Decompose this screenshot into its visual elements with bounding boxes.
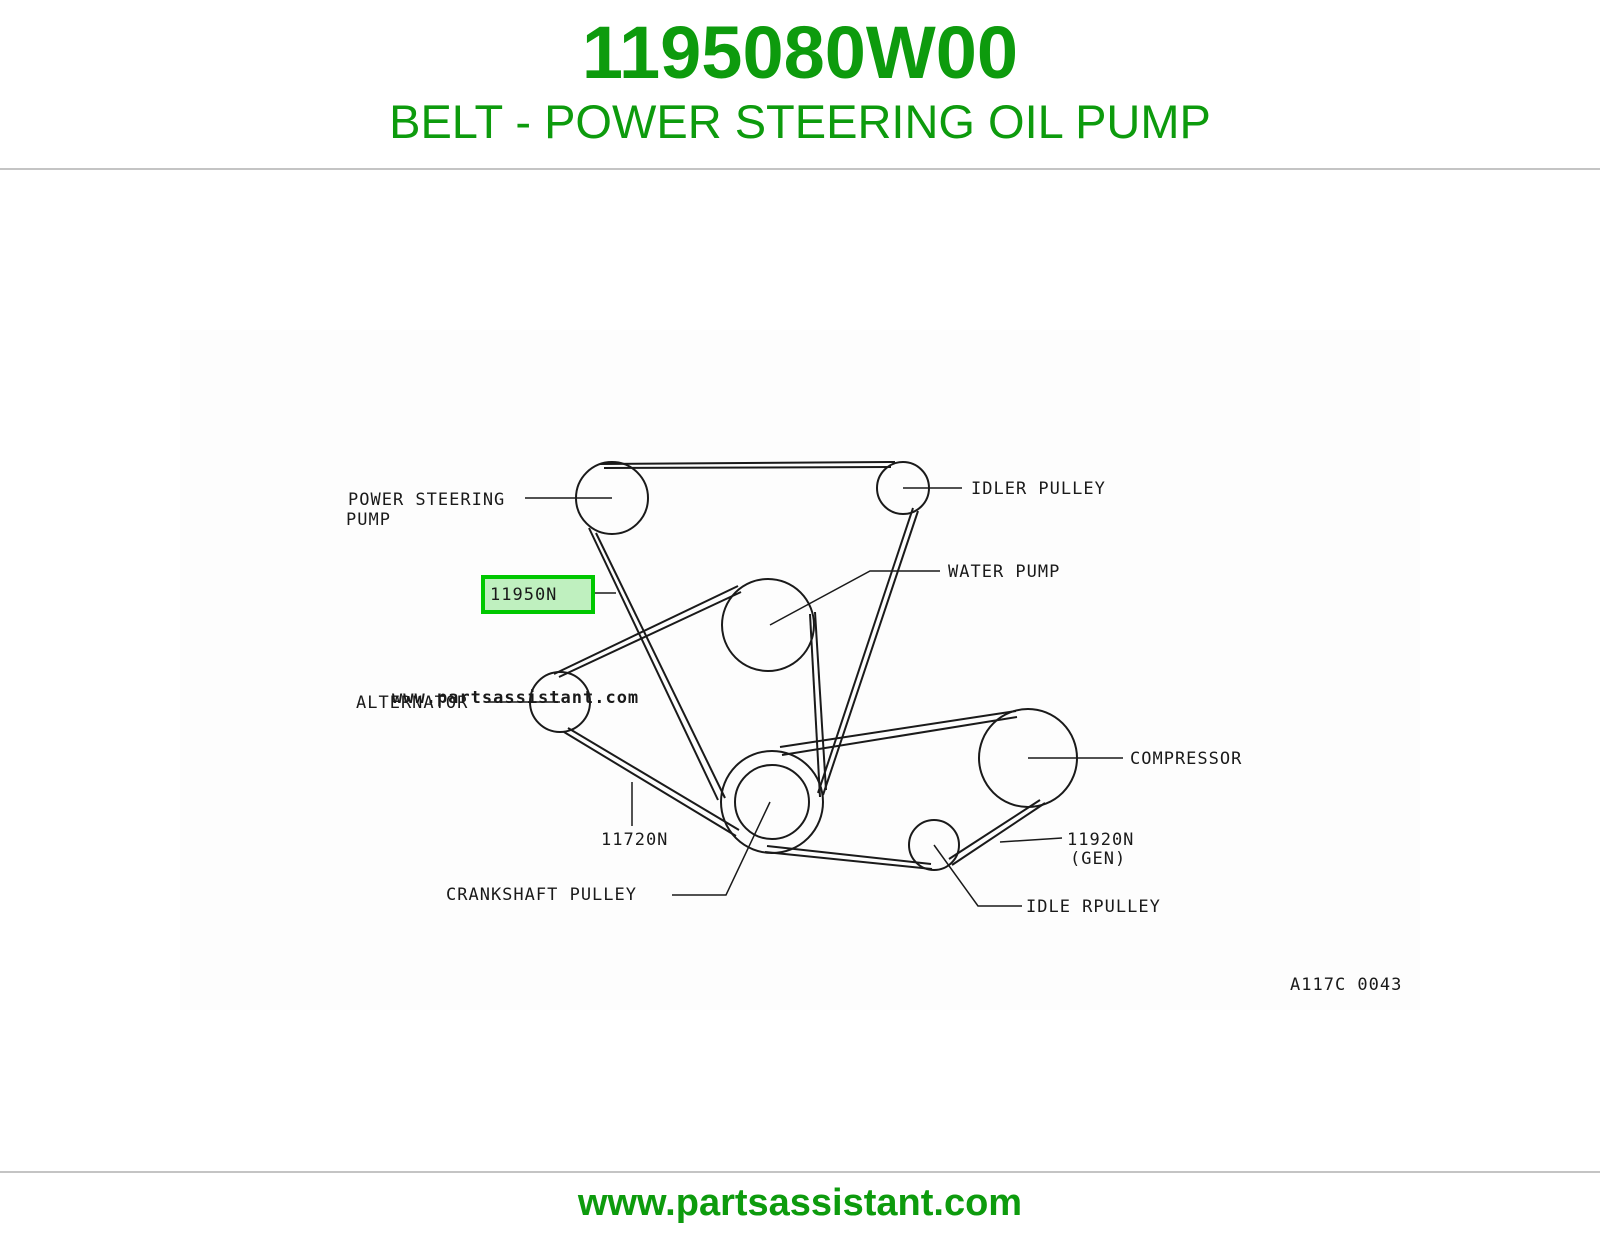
label-11920n: 11920N	[1067, 830, 1134, 850]
watermark: www.partsassistant.com	[392, 688, 639, 708]
leader-idler-pulley-bottom	[933, 844, 1022, 907]
label-water-pump: WATER PUMP	[948, 562, 1060, 582]
label-crankshaft-pulley: CRANKSHAFT PULLEY	[446, 885, 637, 905]
label-compressor: COMPRESSOR	[1130, 749, 1242, 769]
leader-crankshaft-pulley	[672, 801, 771, 896]
label-power-steering-pump-line2: PUMP	[346, 510, 391, 530]
label-highlighted-part[interactable]: 11950N	[490, 585, 557, 605]
water-pump-pulley	[721, 578, 815, 672]
part-number: 1195080W00	[581, 11, 1019, 94]
part-title: BELT - POWER STEERING OIL PUMP	[389, 95, 1211, 148]
belt-11950n	[588, 461, 919, 801]
leader-11920n	[999, 837, 1063, 843]
footer-divider	[0, 1171, 1600, 1173]
belt-11920n	[764, 710, 1046, 870]
label-alternator: ALTERNATOR	[356, 693, 468, 713]
header-divider	[0, 168, 1600, 170]
page-header: 1195080W00 BELT - POWER STEERING OIL PUM…	[0, 0, 1600, 168]
label-figure-code: A117C 0043	[1290, 975, 1402, 995]
label-11920n-note: (GEN)	[1070, 849, 1126, 869]
idler-pulley-bottom	[908, 819, 960, 871]
footer-url-link[interactable]: www.partsassistant.com	[577, 1182, 1023, 1224]
highlighted-part-box[interactable]	[481, 575, 595, 614]
label-idler-pulley-top: IDLER PULLEY	[971, 479, 1106, 499]
crankshaft-pulley-inner	[734, 764, 810, 840]
label-idler-pulley-bottom: IDLE RPULLEY	[1026, 897, 1161, 917]
label-11720n: 11720N	[601, 830, 668, 850]
label-power-steering-pump-line1: POWER STEERING	[348, 490, 505, 510]
leader-water-pump	[769, 570, 940, 626]
diagram-panel	[180, 330, 1420, 1010]
belt-11720n	[553, 585, 827, 837]
